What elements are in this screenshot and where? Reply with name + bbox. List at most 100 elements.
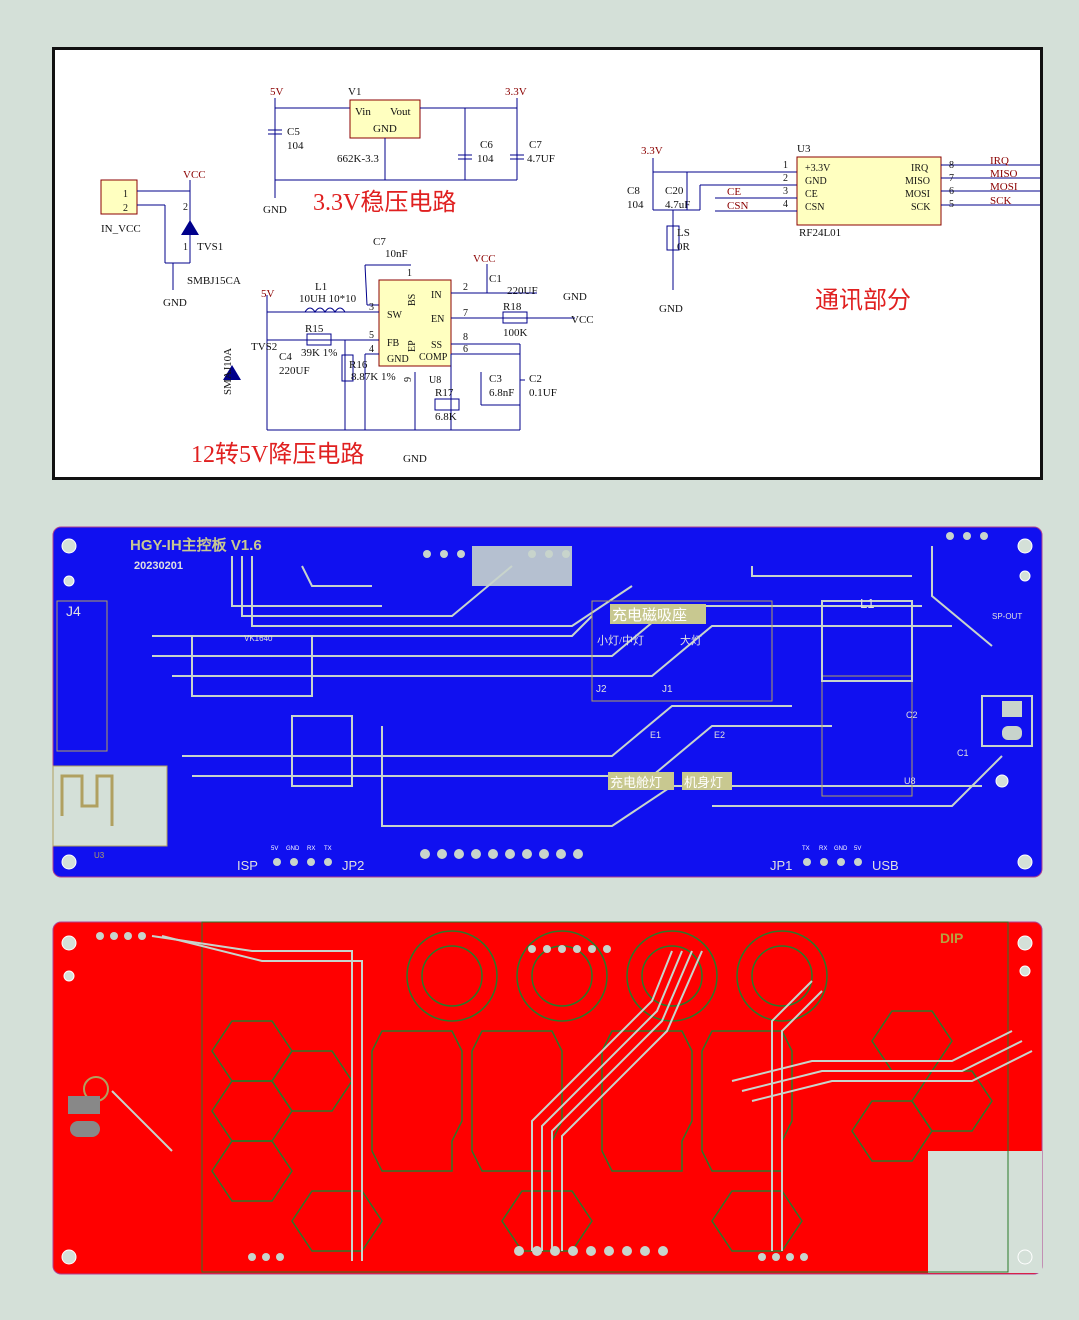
net-ce: CE bbox=[727, 186, 741, 198]
buck-gnd: GND bbox=[563, 291, 587, 303]
buck-title: 12转5V降压电路 bbox=[191, 441, 364, 468]
buck-c7-ref: C7 bbox=[373, 236, 386, 248]
vk-label: VK1640 bbox=[244, 634, 273, 643]
r18-val: 100K bbox=[503, 327, 528, 339]
charge-light-bg bbox=[608, 772, 674, 790]
c5-ref: C5 bbox=[287, 126, 300, 138]
net-csn: CSN bbox=[727, 200, 748, 212]
c1-ref: C1 bbox=[489, 273, 502, 285]
r16-ref: R16 bbox=[349, 359, 368, 371]
c5-val: 104 bbox=[287, 140, 304, 152]
usb-pin-5v: 5V bbox=[854, 846, 861, 852]
spout-label: SP-OUT bbox=[992, 612, 1022, 621]
u3-r2-num: 7 bbox=[949, 173, 954, 184]
body-light-label: 机身灯 bbox=[684, 775, 723, 790]
r15-val: 39K 1% bbox=[301, 347, 337, 359]
body-light-bg bbox=[682, 772, 732, 790]
tvs1-pin2: 2 bbox=[183, 202, 188, 213]
magnet-label: 充电磁吸座 bbox=[612, 607, 687, 624]
ls-val: 0R bbox=[677, 241, 691, 253]
u3-l3-num: 3 bbox=[783, 186, 788, 197]
board-date: 20230201 bbox=[134, 560, 183, 572]
e1-label: E1 bbox=[650, 730, 661, 740]
buck-c7-val: 10nF bbox=[385, 248, 408, 260]
u3-part: RF24L01 bbox=[799, 227, 841, 239]
usb-pin-rx: RX bbox=[819, 846, 827, 852]
u3-r1-pin: IRQ bbox=[911, 163, 929, 174]
pnum-6: 6 bbox=[463, 344, 468, 355]
net-miso: MISO bbox=[990, 168, 1018, 180]
charge-light-label: 充电舱灯 bbox=[610, 775, 662, 790]
c8-val: 104 bbox=[627, 199, 644, 211]
in-vcc-net: VCC bbox=[183, 169, 206, 181]
r18-ref: R18 bbox=[503, 301, 522, 313]
u3-ref: U3 bbox=[797, 143, 811, 155]
net-sck: SCK bbox=[990, 195, 1011, 207]
e2-label: E2 bbox=[714, 730, 725, 740]
isp-label: ISP bbox=[237, 858, 258, 873]
pin-en: EN bbox=[431, 314, 444, 325]
pnum-3: 3 bbox=[369, 302, 374, 313]
u3-l4-num: 4 bbox=[783, 199, 788, 210]
u3-label: U3 bbox=[94, 851, 105, 860]
r18-vcc: VCC bbox=[571, 314, 594, 326]
c20-val: 4.7uF bbox=[665, 199, 690, 211]
c2-ref: C2 bbox=[529, 373, 542, 385]
reg-5v: 5V bbox=[270, 86, 284, 98]
isp-pin-gnd: GND bbox=[286, 846, 300, 852]
pin-ep: EP bbox=[407, 340, 418, 352]
c1-val: 220UF bbox=[507, 285, 538, 297]
reg-title: 3.3V稳压电路 bbox=[313, 189, 456, 216]
c4-val: 220UF bbox=[279, 365, 310, 377]
c1-label: C1 bbox=[957, 748, 969, 758]
pcb-bottom-drawing: DIP bbox=[52, 921, 1043, 1275]
pcb-bottom-view: DIP bbox=[52, 921, 1043, 1275]
pin-in: IN bbox=[431, 290, 442, 301]
c7-ref: C7 bbox=[529, 139, 542, 151]
comm-title: 通讯部分 bbox=[815, 287, 911, 314]
pnum-7: 7 bbox=[463, 308, 468, 319]
pnum-2: 2 bbox=[463, 282, 468, 293]
isp-pin-5v: 5V bbox=[271, 846, 278, 852]
magnet-label-bg bbox=[610, 604, 706, 624]
pin-fb: FB bbox=[387, 338, 400, 349]
tvs2-diode bbox=[223, 365, 241, 380]
jp1-label: JP1 bbox=[770, 858, 792, 873]
u8-label: U8 bbox=[904, 776, 916, 786]
pin-sw: SW bbox=[387, 310, 403, 321]
in-pin2: 2 bbox=[123, 203, 128, 214]
tvs2-ref: TVS2 bbox=[251, 341, 277, 353]
tvs1-part: SMBJ15CA bbox=[187, 275, 241, 287]
usb-label: USB bbox=[872, 858, 899, 873]
r16-resistor bbox=[341, 354, 354, 382]
l1-label: L1 bbox=[860, 596, 874, 611]
u3-l1-num: 1 bbox=[783, 160, 788, 171]
board-title: HGY-IH主控板 V1.6 bbox=[130, 536, 262, 554]
net-irq: IRQ bbox=[990, 155, 1009, 167]
r18-resistor bbox=[502, 311, 528, 324]
u3-r4-pin: SCK bbox=[911, 202, 931, 213]
l1-val: 10UH 10*10 bbox=[299, 293, 357, 305]
schematic-panel: 1 2 IN_VCC VCC 2 1 TVS1 SMBJ15CA GND 5V … bbox=[52, 47, 1043, 480]
u3-r4-num: 5 bbox=[949, 199, 954, 210]
pnum-9: 9 bbox=[403, 377, 414, 382]
reg-33v: 3.3V bbox=[505, 86, 527, 98]
tvs1-pin1: 1 bbox=[183, 242, 188, 253]
jp2-label: JP2 bbox=[342, 858, 364, 873]
dip-label: DIP bbox=[940, 930, 963, 946]
c6-val: 104 bbox=[477, 153, 494, 165]
reg-part: 662K-3.3 bbox=[337, 153, 379, 165]
r17-val: 6.8K bbox=[435, 411, 457, 423]
reg-vin: Vin bbox=[355, 106, 371, 118]
in-pin1: 1 bbox=[123, 189, 128, 200]
r15-ref: R15 bbox=[305, 323, 324, 335]
net-mosi: MOSI bbox=[990, 181, 1018, 193]
usb-pin-gnd: GND bbox=[834, 846, 848, 852]
c8-ref: C8 bbox=[627, 185, 640, 197]
c3-ref: C3 bbox=[489, 373, 502, 385]
u8-ref: U8 bbox=[429, 375, 441, 386]
in-gnd: GND bbox=[163, 297, 187, 309]
c2-val: 0.1UF bbox=[529, 387, 557, 399]
r15-resistor bbox=[306, 333, 332, 346]
bottom-pad-oval bbox=[70, 1121, 100, 1137]
